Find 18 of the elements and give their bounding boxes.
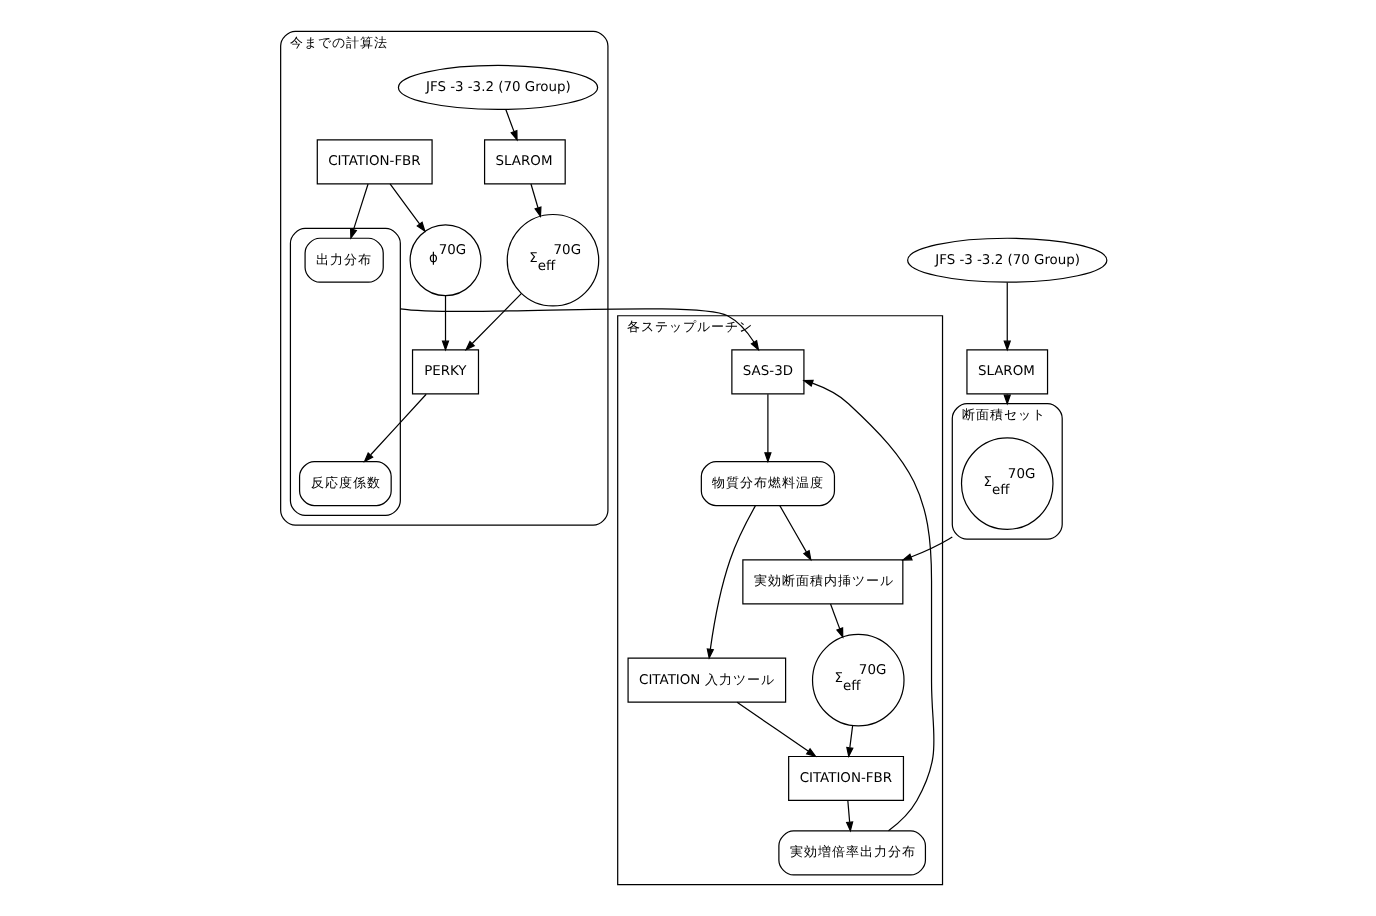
arrow	[529, 183, 541, 218]
arrow	[844, 799, 853, 833]
arrow	[828, 603, 843, 639]
arrow	[388, 183, 425, 233]
arrow	[398, 308, 759, 352]
arrow	[440, 295, 449, 352]
arrow	[463, 293, 521, 352]
arrow	[778, 505, 811, 562]
arrow	[801, 379, 934, 832]
arrow	[763, 393, 771, 464]
arrow	[845, 725, 853, 759]
arrow	[362, 393, 426, 463]
arrow	[705, 505, 755, 660]
arrow	[504, 108, 517, 142]
arrow	[348, 183, 368, 240]
arrow	[1002, 281, 1011, 352]
arrow	[735, 701, 816, 758]
arrow	[900, 536, 952, 561]
